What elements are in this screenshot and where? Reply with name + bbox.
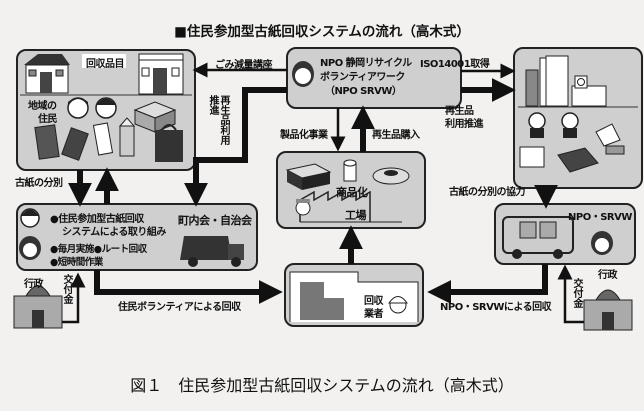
iso-label: ISO14001取得 [420,59,490,70]
npo-staff-truck-icon [591,231,613,255]
resident-woman-icon [19,236,41,260]
collection-items-label: 回収品目 [86,59,125,70]
arrow-resident-collection [94,270,283,304]
community-bullet1-line1: ●住民参加型古紙回収 [50,214,144,225]
npo-collection-label: NPO・SRVWによる回収 [440,302,552,313]
npo-truck-icon [502,216,574,259]
cardboard-box-icon [133,101,177,133]
tape-roll-icon [372,167,410,185]
recycled-use-right-line2: 利用推進 [445,119,484,130]
community-bullet3: ●短時間作業 [50,257,103,268]
recycled-purchase-label: 再生品購入 [372,130,420,141]
gov-left-label: 行政 [24,279,44,290]
factory-label: 工場 [345,209,367,222]
productization-label: 製品化事業 [280,130,328,141]
arrow-subsidy-left [62,272,86,324]
npo-name-line2: ボランティアワーク [320,72,405,83]
collector-label-line1: 回収 [364,296,384,307]
government-building-right-icon [583,289,633,331]
resident-girl-icon [67,97,89,119]
community-bullet1-line2: システムによる取り組み [62,227,166,238]
office-paper-icon [519,123,625,173]
community-org-label: 町内会・自治会 [178,214,252,227]
npo-name-line1: NPO 静岡リサイクル [320,58,412,69]
sorting-label: 古紙の分別 [15,178,63,189]
government-building-left-icon [13,285,63,329]
recycled-use-left-label: 再生品利用推進 [207,95,229,145]
residents-label-line1: 地域の [28,101,57,112]
resident-collection-label: 住民ボランティアによる回収 [118,302,241,313]
garbage-seminar-label: ごみ減量講座 [215,60,273,71]
npo-name-line3: （NPO SRVW） [325,86,402,97]
student-boy-icon [561,112,579,138]
figure-caption: 図１ 住民参加型古紙回収システムの流れ（高木式） [130,376,514,395]
npo-truck-label: NPO・SRVW [568,212,632,223]
gov-right-label: 行政 [598,270,618,281]
subsidy-right-label: 交付金 [571,278,582,308]
arrow-npo-collection [427,264,548,304]
community-bullet2: ●毎月実施●ルート回収 [50,244,147,255]
store-icon [138,53,184,95]
diagram-title: ■住民参加型古紙回収システムの流れ（高木式） [174,24,470,40]
resident-boy-icon [95,97,117,119]
recycling-warehouse-icon [289,271,419,322]
arrow-subsidy-right [557,264,584,324]
collection-items-badge [82,54,126,68]
milk-carton-icon [118,117,136,157]
house-icon [24,54,70,94]
toilet-paper-icon [343,159,357,182]
product-label: 商品化 [336,186,368,199]
brick-product-icon [285,163,332,190]
garbage-truck-icon [180,236,244,267]
office-buildings-icon [525,55,607,107]
paper-bag-icon [155,124,183,162]
newspapers-icon [34,122,114,161]
npo-staff-icon [292,61,314,87]
resident-leader-icon [20,208,40,228]
sorting-coop-label: 古紙の分別の協力 [449,187,526,198]
factory-worker-icon [295,199,311,216]
factory-icon [299,190,402,223]
recycled-use-right-line1: 再生品 [445,106,474,117]
residents-label-line2: 住民 [38,114,58,125]
collector-label-line2: 業者 [364,309,384,320]
subsidy-left-label: 交付金 [61,274,72,304]
arrow-recycled-use-left [184,87,287,207]
student-girl-icon [528,112,546,138]
collector-worker-icon [388,296,408,314]
